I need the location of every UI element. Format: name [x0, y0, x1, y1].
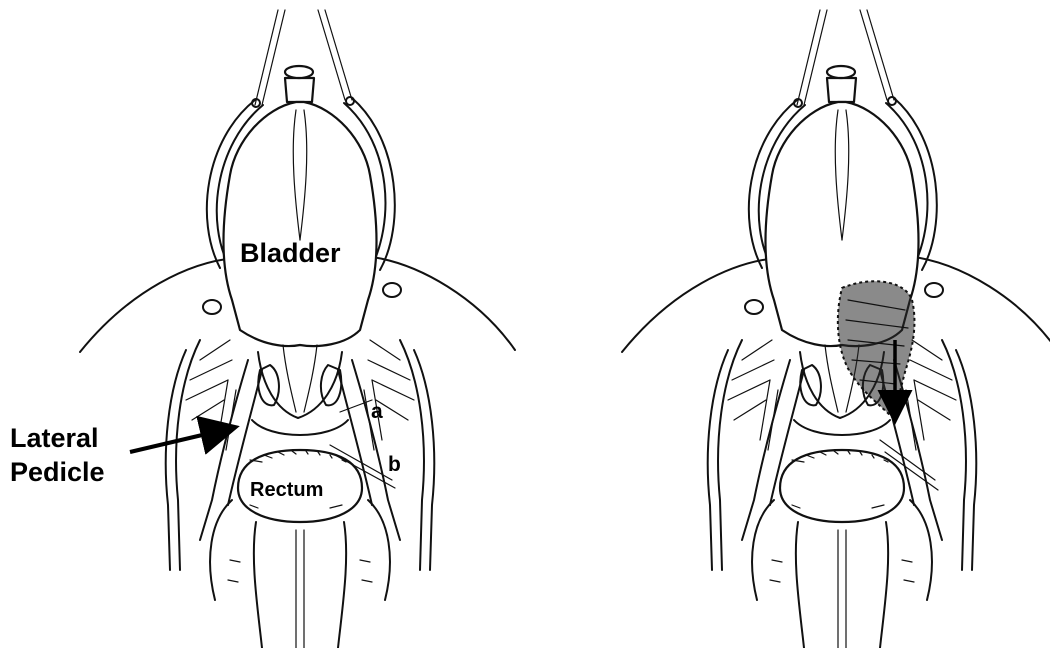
marker-b-label: b	[388, 453, 401, 476]
right-panel-illustration	[622, 10, 1050, 648]
right-anatomy-drawing	[622, 10, 1050, 648]
left-panel-illustration: Bladder Rectum Lateral Pedicle a b	[10, 10, 515, 648]
rectum-label: Rectum	[250, 479, 323, 501]
lateral-pedicle-label-line1: Lateral	[10, 423, 99, 453]
lateral-pedicle-arrow	[130, 428, 232, 452]
lateral-pedicle-label-line2: Pedicle	[10, 457, 105, 487]
left-anatomy-drawing	[80, 10, 515, 648]
marker-a-label: a	[371, 400, 383, 423]
bladder-label: Bladder	[240, 238, 341, 268]
